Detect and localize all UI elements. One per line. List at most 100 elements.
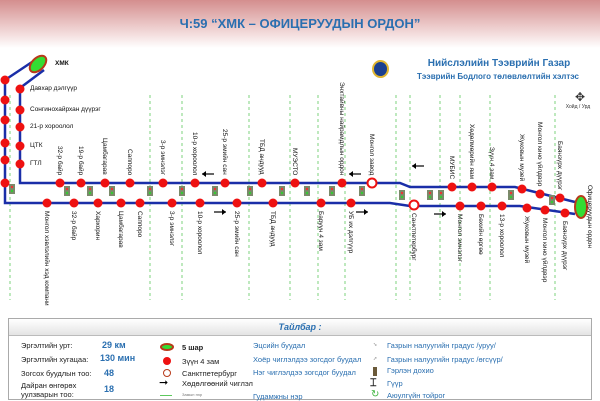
stop-label: 3-р эмнэлэг xyxy=(159,139,166,175)
stop-label: 32-р байр xyxy=(56,145,63,175)
direction-arrow-head xyxy=(412,163,416,169)
traffic-light-green xyxy=(509,195,513,199)
stop-label: Давхар дэлгүүр xyxy=(30,85,78,92)
stop-icon xyxy=(100,178,110,188)
direction-arrow-head xyxy=(442,211,446,217)
traffic-light-icon xyxy=(147,186,153,196)
sign-label: Гүүр xyxy=(387,379,403,388)
traffic-light-green xyxy=(400,195,404,199)
stop-label: Монгол кино үйлдвэр xyxy=(536,121,543,186)
stop-label: 10-р хороолол xyxy=(191,131,198,175)
stop-label: 10-р хороолол xyxy=(196,211,203,255)
traffic-light-icon xyxy=(64,186,70,196)
traffic-light-icon xyxy=(87,186,93,196)
stat-value: 130 мин xyxy=(100,353,136,363)
traffic-light-red xyxy=(305,187,309,191)
stop-label: 19-р байр xyxy=(77,145,84,175)
org-name: Нийслэлийн Тээврийн Газар xyxy=(427,58,571,69)
traffic-light-green xyxy=(360,191,364,195)
terminal-end-icon xyxy=(574,195,588,219)
stop-icon xyxy=(195,198,205,208)
traffic-light-green xyxy=(148,191,152,195)
stop-icon xyxy=(560,208,570,218)
stop-icon xyxy=(447,182,457,192)
stop-icon xyxy=(497,201,507,211)
stop-label: Саппоро xyxy=(136,211,143,238)
stop-icon xyxy=(346,198,356,208)
traffic-light-green xyxy=(439,195,443,199)
stop-icon xyxy=(0,155,10,165)
stop-icon xyxy=(190,178,200,188)
stop-icon xyxy=(55,178,65,188)
legend: Тайлбар : Эргэлтийн урт: 29 км Эргэлтийн… xyxy=(8,318,592,401)
stop-type-label: Нэг чиглэлдээ зогсдог буудал xyxy=(253,368,356,377)
slope-down-icon: ➘ xyxy=(373,342,378,348)
sign-label: Гэрлэн дохио xyxy=(387,366,434,375)
stop-label: Баруун 4 зам xyxy=(317,211,324,251)
sign-label: Аюулгүйн тойрог xyxy=(387,391,446,400)
traffic-light-red xyxy=(509,191,513,195)
stop-label: Баянзүрх дүүрэг xyxy=(561,221,568,271)
stop-label: МУБИС xyxy=(448,155,455,179)
stop-icon xyxy=(0,138,10,148)
stop-type-label: Эцсийн буудал xyxy=(253,341,306,350)
stop-icon xyxy=(487,182,497,192)
stop-icon xyxy=(337,178,347,188)
stop-label: Баянзүрх дүүрэг xyxy=(556,140,563,190)
stop-icon xyxy=(232,198,242,208)
traffic-light-red xyxy=(10,185,14,189)
stop-icon xyxy=(540,205,550,215)
stop-icon xyxy=(42,198,52,208)
stop-label: Монгол хэвлэлийн хэд компани xyxy=(43,211,50,306)
traffic-light-red xyxy=(248,187,252,191)
traffic-light-icon xyxy=(179,186,185,196)
traffic-light-green xyxy=(10,189,14,193)
stop-type-label: Гудамжны нэр xyxy=(253,392,303,401)
traffic-light-red xyxy=(400,191,404,195)
traffic-light-icon xyxy=(329,186,335,196)
traffic-light-icon xyxy=(212,186,218,196)
traffic-light-green xyxy=(428,195,432,199)
direction-arrow-icon: ➞ xyxy=(159,377,169,389)
traffic-light-red xyxy=(180,187,184,191)
one-way-stop-icon xyxy=(366,177,378,189)
stat-label: Зогсох буудлын тоо: xyxy=(21,369,92,378)
stop-icon xyxy=(93,198,103,208)
stop-icon xyxy=(257,178,267,188)
stop-label: Хөдөлмөрийн яам xyxy=(468,123,475,179)
stop-label: 25-р эмийн сан xyxy=(221,129,228,175)
traffic-light-red xyxy=(148,187,152,191)
direction-arrow-head xyxy=(364,209,368,215)
stop-icon xyxy=(135,198,145,208)
traffic-light-green xyxy=(305,191,309,195)
stop-icon xyxy=(15,122,25,132)
stop-icon xyxy=(125,178,135,188)
legend-symbol-label: 5 шар xyxy=(182,343,204,352)
traffic-light-red xyxy=(550,196,554,200)
traffic-light-green xyxy=(330,191,334,195)
stop-label: Жуковын музей xyxy=(518,133,525,181)
sign-label: Газрын налуугийн градус /өгсүүр/ xyxy=(387,355,503,364)
stop-label: 32-р байр xyxy=(70,211,77,241)
traffic-light-icon xyxy=(304,186,310,196)
traffic-light-green xyxy=(110,191,114,195)
stop-icon xyxy=(0,115,10,125)
stop-icon xyxy=(290,178,300,188)
stop-icon xyxy=(0,178,10,188)
stop-label: Зүүн 4 зам xyxy=(488,146,495,179)
stop-icon xyxy=(158,178,168,188)
stat-label: Эргэлтийн урт: xyxy=(21,341,73,350)
org-logo-icon xyxy=(372,60,389,78)
compass-icon: ✥ xyxy=(574,90,586,104)
direction-arrow-head xyxy=(349,171,353,177)
stop-label: Цамбагарав xyxy=(117,211,124,248)
stop-icon xyxy=(467,182,477,192)
stop-icon xyxy=(0,95,10,105)
stop-label: Цамбагарав xyxy=(101,138,108,175)
stop-label: Энхтайвны найрамдлын ордон xyxy=(338,81,345,175)
org-dept: Тээврийн Бодлого төлөвлөлтийн хэлтэс xyxy=(417,72,579,81)
stop-label: 13-р хороолол xyxy=(498,214,505,258)
traffic-light-icon xyxy=(279,186,285,196)
bridge-icon: ⌶ xyxy=(370,377,377,389)
traffic-light-green xyxy=(248,191,252,195)
